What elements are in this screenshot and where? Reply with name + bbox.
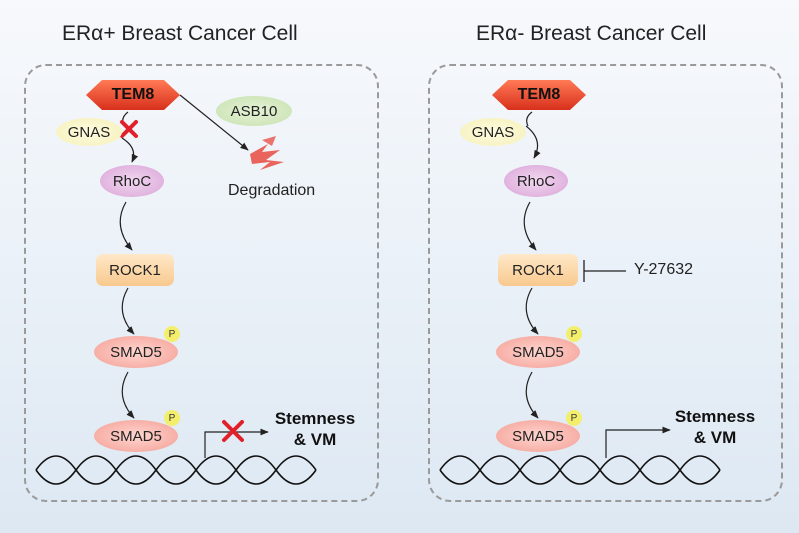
right-transcription-arrow [605, 426, 671, 458]
left-panel-title: ERα+ Breast Cancer Cell [62, 22, 298, 45]
left-outcome-line1: Stemness [274, 409, 356, 428]
left-phospho-badge-b: P [164, 410, 180, 426]
left-smad5-node-a: SMAD5 [94, 336, 178, 368]
right-phospho-badge-a: P [566, 326, 582, 342]
left-smad5-to-smad5-arrow [121, 371, 135, 419]
left-rhoc-to-rock1-arrow [119, 201, 133, 251]
left-tem8-label: TEM8 [111, 86, 155, 103]
left-outcome-line2: & VM [293, 430, 337, 449]
right-tem8-label: TEM8 [517, 86, 561, 103]
right-phospho-badge-b: P [566, 410, 582, 426]
left-asb10-node: ASB10 [216, 96, 292, 126]
right-rhoc-node: RhoC [504, 165, 568, 197]
right-panel-frame [428, 64, 783, 502]
left-tem8-to-degradation-arrow [179, 94, 249, 151]
left-transcription-arrow [204, 428, 269, 458]
left-tem8-hexagon [86, 80, 180, 110]
right-tem8-hexagon [492, 80, 586, 110]
right-outcome-line2: & VM [693, 428, 737, 447]
right-rock1-node: ROCK1 [498, 254, 578, 286]
right-inhibition-bar [583, 260, 626, 282]
left-rhoc-node: RhoC [100, 165, 164, 197]
right-smad5-node-a: SMAD5 [496, 336, 580, 368]
right-panel-title: ERα- Breast Cancer Cell [476, 22, 707, 45]
left-panel-frame [24, 64, 379, 502]
right-rhoc-to-rock1-arrow [523, 201, 537, 251]
right-smad5-to-smad5-arrow [525, 371, 539, 419]
right-gnas-to-rhoc-arrow [525, 125, 541, 159]
left-gnas-block-cross-icon [120, 120, 138, 138]
left-phospho-badge-a: P [164, 326, 180, 342]
right-smad5-node-b: SMAD5 [496, 420, 580, 452]
left-gnas-to-rhoc-arrow [121, 137, 139, 163]
right-outcome-line1: Stemness [674, 407, 756, 426]
left-degradation-label: Degradation [228, 182, 316, 199]
left-gnas-node: GNAS [56, 118, 122, 146]
right-rock1-to-smad5-arrow [525, 287, 539, 335]
left-smad5-node-b: SMAD5 [94, 420, 178, 452]
right-outcome-label: Stemness & VM [660, 406, 770, 448]
right-gnas-node: GNAS [460, 118, 526, 146]
degradation-icon [250, 136, 284, 170]
left-outcome-label: Stemness & VM [260, 408, 370, 450]
left-dna-helix [35, 455, 317, 485]
right-tem8-to-gnas-curve [526, 111, 533, 127]
left-transcription-block-cross-icon [222, 420, 244, 442]
left-rock1-node: ROCK1 [96, 254, 174, 286]
right-inhibitor-label: Y-27632 [634, 261, 694, 278]
left-rock1-to-smad5-arrow [121, 287, 135, 335]
right-dna-helix [439, 455, 721, 485]
